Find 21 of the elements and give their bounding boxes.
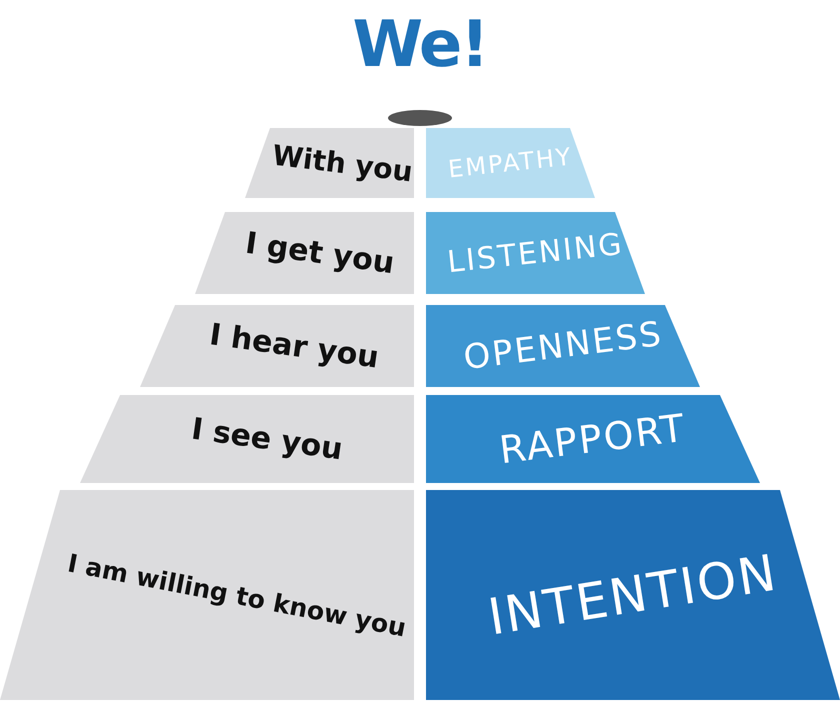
value-tier (426, 395, 760, 483)
statement-label: I hear you (208, 316, 382, 376)
statement-label: I see you (189, 411, 345, 467)
value-label: INTENTION (484, 544, 782, 646)
title: We! (352, 8, 488, 82)
statement-label: With you (270, 138, 414, 188)
value-label: LISTENING (446, 226, 626, 280)
value-tier (426, 128, 595, 198)
value-label: RAPPORT (497, 406, 689, 472)
statement-tier (80, 395, 414, 483)
value-tier (426, 212, 645, 294)
statement-label: I get you (242, 225, 396, 281)
value-label: OPENNESS (461, 314, 665, 378)
statement-tier (195, 212, 414, 294)
statement-label: I am willing to know you (65, 548, 409, 642)
statement-tier (140, 305, 414, 387)
statement-tier (0, 490, 414, 700)
value-label: EMPATHY (447, 142, 574, 184)
value-tier (426, 305, 700, 387)
value-tier (426, 490, 840, 700)
statement-tier (245, 128, 414, 198)
